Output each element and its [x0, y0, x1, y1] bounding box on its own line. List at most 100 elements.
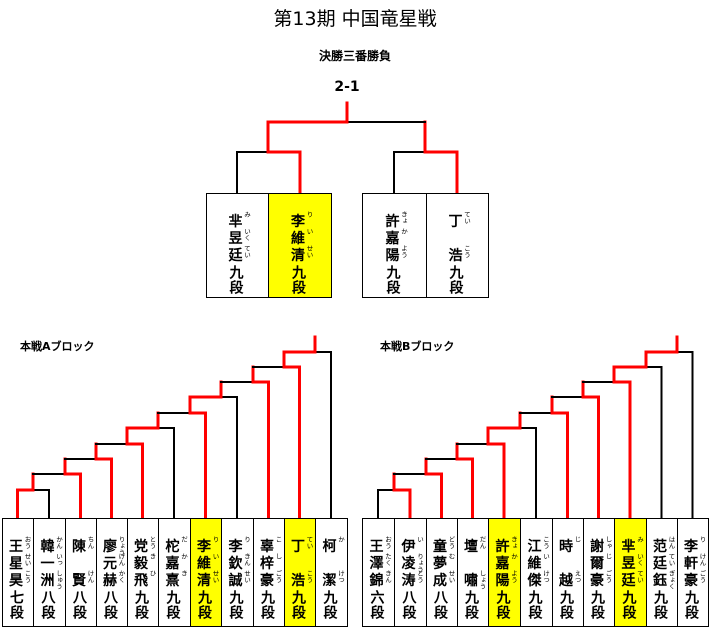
player-name-char: 李 — [291, 214, 305, 230]
player-card: 丁てい浩こう九段 — [284, 518, 316, 627]
player-card: 江こう維い傑けつ九段 — [520, 518, 553, 627]
player-card: 李り維い清せい九段 — [190, 518, 222, 627]
player-rank: 九段 — [652, 590, 668, 620]
player-name-ruby: きょ — [509, 536, 518, 549]
player-name-char: 昱 — [228, 231, 243, 247]
player-name-ruby: けん — [698, 553, 706, 566]
player-name-ruby: こう — [462, 245, 471, 258]
player-card: 謝しゃ爾じ豪ごう九段 — [583, 518, 615, 627]
player-name-ruby: おう — [23, 536, 31, 549]
player-card: 許きょ嘉か陽よう九段 — [362, 193, 427, 298]
player-rank: 九段 — [494, 590, 511, 620]
player-name-char: 謝 — [590, 539, 604, 555]
player-name-ruby: こう — [305, 570, 313, 583]
player-rank: 九段 — [164, 590, 181, 620]
player-name-ruby: いく — [242, 228, 251, 241]
player-name-char: 王 — [369, 539, 384, 555]
player-card: 廖りょう元げん赫かく八段 — [96, 518, 128, 627]
player-name-ruby: げん — [117, 553, 125, 566]
player-name-char: 傑 — [527, 573, 542, 589]
player-card: 韓かん一いっ洲しゅう八段 — [33, 518, 66, 627]
player-name-ruby: きん — [242, 553, 251, 566]
player-card: 党とう毅き飛ひ九段 — [127, 518, 159, 627]
player-name-ruby: り — [211, 536, 219, 543]
player-card: 許きょ嘉か陽よう九段 — [488, 518, 521, 627]
player-name-ruby: こう — [23, 570, 31, 583]
player-card: 芈み昱いく廷てい九段 — [614, 518, 647, 627]
player-name-char: 鈺 — [653, 573, 667, 589]
player-name-ruby: ごう — [604, 570, 612, 583]
player-name-ruby: てい — [305, 536, 313, 549]
player-name-char: 廖 — [103, 539, 117, 555]
player-card: 柁だ嘉か熹き九段 — [158, 518, 191, 627]
player-rank: 九段 — [196, 590, 212, 620]
player-name-char: 清 — [291, 248, 305, 264]
player-name-ruby: り — [242, 536, 251, 543]
player-name-char: 廷 — [228, 248, 243, 264]
player-card: 李り軒けん豪ごう九段 — [677, 518, 709, 627]
player-name-char: 時 — [559, 539, 573, 555]
player-name-char: 潔 — [322, 573, 337, 589]
player-card: 壇だん嘯しょう九段 — [457, 518, 489, 627]
final-score: 2-1 — [334, 79, 360, 95]
player-name-char: 梓 — [260, 556, 274, 572]
player-name-char: 江 — [527, 539, 542, 555]
player-name-ruby: か — [509, 553, 518, 560]
final-label: 決勝三番勝負 — [318, 49, 391, 63]
player-name-char: 李 — [684, 539, 698, 555]
player-rank: 九段 — [321, 590, 338, 620]
player-name-char: 陽 — [385, 248, 400, 264]
player-name-ruby: い — [541, 553, 550, 560]
player-name-char: 錦 — [369, 573, 384, 589]
player-name-ruby: せい — [211, 570, 219, 583]
player-name-ruby: り — [305, 211, 313, 218]
player-name-char: 維 — [527, 556, 542, 572]
player-name-char: 丁 — [448, 214, 463, 230]
player-rank: 九段 — [384, 265, 401, 295]
player-name-ruby: ごう — [274, 570, 282, 583]
player-rank: 八段 — [432, 590, 448, 620]
player-rank: 六段 — [368, 590, 385, 620]
player-name-char: 廷 — [621, 573, 636, 589]
player-name-char: 芈 — [621, 539, 636, 555]
player-rank: 九段 — [259, 590, 275, 620]
player-rank: 八段 — [400, 590, 417, 620]
player-name-ruby: い — [211, 553, 219, 560]
player-name-char: 昱 — [621, 556, 636, 572]
player-name-char: 李 — [197, 539, 211, 555]
player-name-ruby: だ — [179, 536, 188, 543]
player-name-char: 熹 — [165, 573, 180, 589]
player-name-char: 嘉 — [165, 556, 180, 572]
player-name-char: 欽 — [228, 556, 243, 572]
player-rank: 九段 — [589, 590, 605, 620]
player-name-ruby: いく — [635, 553, 644, 566]
player-name-ruby: い — [415, 536, 424, 543]
player-name-ruby: じ — [604, 553, 612, 560]
player-name-ruby: おう — [383, 536, 392, 549]
player-name-ruby: てい — [242, 245, 251, 258]
player-name-char: 星 — [9, 556, 23, 572]
player-rank: 九段 — [558, 590, 574, 620]
player-name-ruby: てい — [667, 553, 675, 566]
player-name-char: 赫 — [103, 573, 117, 589]
player-name-ruby: か — [399, 228, 408, 235]
player-name-ruby: し — [274, 553, 282, 560]
player-name-ruby: い — [305, 228, 313, 235]
player-name-char: 嘉 — [495, 556, 510, 572]
player-card: 陳ちん賢けん八段 — [65, 518, 97, 627]
player-card: 伊い凌りょう涛とう八段 — [394, 518, 427, 627]
player-name-char: 毅 — [134, 556, 148, 572]
player-name-ruby: き — [179, 570, 188, 577]
player-rank: 八段 — [102, 590, 118, 620]
player-rank: 九段 — [526, 590, 543, 620]
player-name-ruby: こ — [274, 536, 282, 543]
player-name-char: 維 — [197, 556, 211, 572]
player-name-ruby: り — [698, 536, 706, 543]
block-b-label: 本戦Bブロック — [380, 340, 455, 353]
player-name-char: 李 — [228, 539, 243, 555]
player-name-ruby: かく — [117, 570, 125, 583]
player-name-ruby: えつ — [573, 570, 581, 583]
player-name-ruby: か — [336, 536, 345, 543]
player-name-ruby: かん — [54, 536, 63, 549]
